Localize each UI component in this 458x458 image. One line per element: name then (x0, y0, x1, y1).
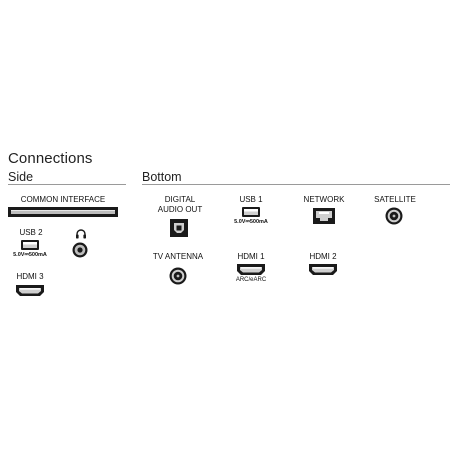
side-divider (8, 184, 126, 185)
bottom-divider (142, 184, 450, 185)
headphone-jack-icon (72, 242, 88, 258)
network-label: NETWORK (303, 195, 345, 204)
digital-audio-out-label: DIGITAL AUDIO OUT (157, 195, 203, 214)
hdmi1-label: HDMI 1 (237, 252, 265, 261)
usb-port-icon (242, 207, 260, 217)
hdmi-port-icon (237, 264, 265, 275)
hdmi2-label: HDMI 2 (309, 252, 337, 261)
ethernet-port-icon (313, 208, 335, 224)
usb-port-icon (21, 240, 39, 250)
common-interface-slot-icon (8, 207, 118, 217)
usb1-power-rating: 5.0V⎓500mA (234, 219, 268, 225)
tv-antenna-label: TV ANTENNA (152, 252, 204, 261)
headphone-icon (75, 228, 87, 239)
page-title: Connections (8, 150, 93, 167)
usb2-power-rating: 5.0V⎓500mA (13, 252, 47, 258)
hdmi-port-icon (309, 264, 337, 275)
hdmi3-label: HDMI 3 (16, 272, 44, 281)
satellite-port-icon (385, 207, 403, 225)
common-interface-label: COMMON INTERFACE (20, 195, 106, 204)
satellite-label: SATELLITE (374, 195, 416, 204)
hdmi-port-icon (16, 285, 44, 296)
hdmi1-arc-label: ARC/eARC (235, 277, 267, 283)
usb1-label: USB 1 (239, 195, 263, 204)
optical-port-icon (170, 219, 188, 237)
section-bottom-heading: Bottom (142, 170, 182, 184)
antenna-port-icon (169, 267, 187, 285)
section-side-heading: Side (8, 170, 34, 184)
usb2-label: USB 2 (19, 228, 43, 237)
